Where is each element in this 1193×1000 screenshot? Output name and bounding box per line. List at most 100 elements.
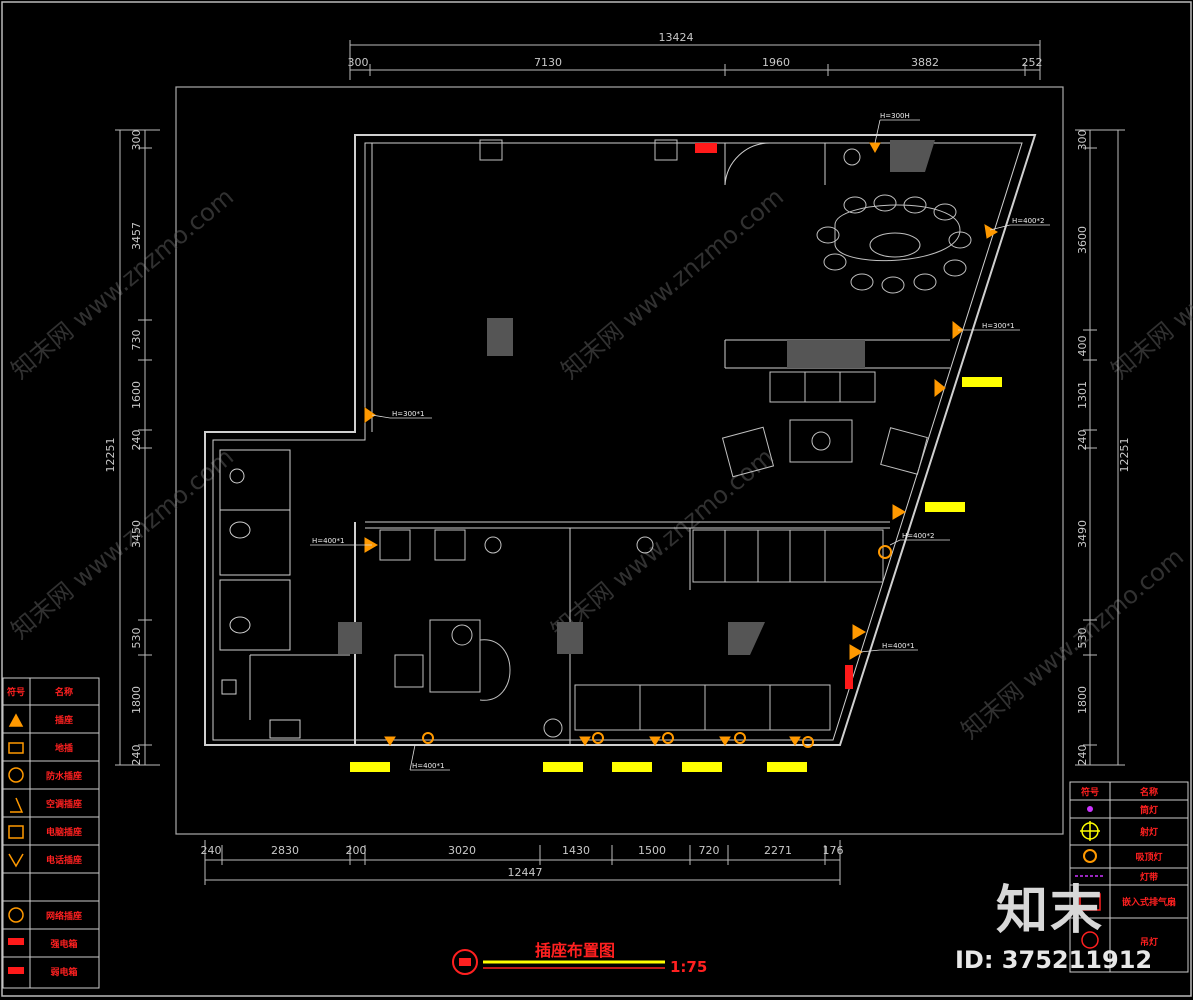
drawing-title-text: 插座布置图 bbox=[535, 941, 615, 960]
building-walls bbox=[204, 134, 1037, 746]
dim-bottom-seg-2: 2830 bbox=[271, 844, 299, 857]
legend-right-item-3: 吸顶灯 bbox=[1135, 851, 1162, 863]
annotation-7: H=400*1 bbox=[882, 642, 914, 650]
dim-left-seg-1: 300 bbox=[130, 130, 143, 151]
socket-icon bbox=[984, 224, 998, 239]
legend-right-item-2: 射灯 bbox=[1139, 826, 1158, 838]
dim-right-total: 12251 bbox=[1118, 438, 1131, 473]
dim-right-seg-2: 3600 bbox=[1076, 226, 1089, 254]
dim-top-seg-4: 3882 bbox=[911, 56, 939, 69]
socket-icon bbox=[364, 407, 376, 423]
structural-columns bbox=[338, 140, 935, 655]
dim-left-seg-5: 240 bbox=[130, 430, 143, 451]
legend-left-item-3: 防水插座 bbox=[46, 770, 82, 782]
legend-left-item-4: 空调插座 bbox=[46, 798, 82, 810]
watermark-group: 知末网 www.znzmo.com 知末网 www.znzmo.com 知末网 … bbox=[6, 183, 1193, 745]
socket-symbols bbox=[364, 142, 998, 748]
exhaust-fan-icon bbox=[1079, 893, 1101, 911]
dim-bottom-seg-5: 1430 bbox=[562, 844, 590, 857]
annotation-5: H=400*1 bbox=[312, 537, 344, 545]
dim-left-seg-3: 730 bbox=[130, 330, 143, 351]
legend-left-item-6: 电话插座 bbox=[46, 854, 82, 866]
socket-icon bbox=[384, 736, 396, 746]
dim-right-seg-4: 1301 bbox=[1076, 381, 1089, 409]
power-box-2 bbox=[845, 665, 853, 689]
watermark-3: 知末网 www.znzmo.com bbox=[1106, 183, 1193, 385]
dim-left-seg-4: 1600 bbox=[130, 381, 143, 409]
annotation-1: H=300H bbox=[880, 112, 910, 120]
socket-icon bbox=[719, 736, 731, 746]
drawing-scale: 1:75 bbox=[670, 958, 707, 976]
title-marker-fill bbox=[459, 958, 471, 966]
legend-right-head-name: 名称 bbox=[1140, 786, 1158, 798]
floor-socket-5 bbox=[612, 762, 652, 772]
socket-icon bbox=[579, 736, 591, 746]
computer-socket-icon bbox=[8, 825, 24, 839]
annotation-leaders bbox=[310, 119, 1050, 771]
floor-socket-2 bbox=[925, 502, 965, 512]
watermark-1: 知末网 www.znzmo.com bbox=[6, 183, 239, 385]
dim-right-seg-7: 530 bbox=[1076, 628, 1089, 649]
legend-right-head-symbol: 符号 bbox=[1081, 786, 1099, 798]
legend-right-item-5: 嵌入式排气扇 bbox=[1122, 896, 1176, 908]
annotation-4: H=300*1 bbox=[392, 410, 424, 418]
legend-right-item-4: 灯带 bbox=[1140, 871, 1158, 883]
annotation-6: H=400*2 bbox=[902, 532, 934, 540]
dim-right-seg-6: 3490 bbox=[1076, 520, 1089, 548]
floor-socket-legend-icon bbox=[8, 742, 24, 754]
legend-left-item-7: 网络插座 bbox=[46, 910, 82, 922]
dim-right-seg-8: 1800 bbox=[1076, 686, 1089, 714]
watermark-5: 知末网 www.znzmo.com bbox=[546, 443, 779, 645]
watermark-2: 知末网 www.znzmo.com bbox=[556, 183, 789, 385]
floor-socket-3 bbox=[350, 762, 390, 772]
socket-icon bbox=[878, 545, 892, 559]
legend-left-head-symbol: 符号 bbox=[7, 686, 25, 698]
dimension-top bbox=[349, 40, 1041, 80]
watermark-6: 知末网 www.znzmo.com bbox=[956, 543, 1189, 745]
brand-logo: 知末 bbox=[996, 881, 1105, 941]
socket-icon bbox=[869, 142, 881, 154]
floor-socket-1 bbox=[962, 377, 1002, 387]
socket-icon bbox=[789, 736, 801, 746]
ceiling-light-icon bbox=[1083, 849, 1097, 863]
dim-top-total: 13424 bbox=[659, 31, 694, 44]
annotation-3: H=300*1 bbox=[982, 322, 1014, 330]
electrical-boxes bbox=[695, 143, 853, 689]
dim-top-seg-3: 1960 bbox=[762, 56, 790, 69]
dim-right-seg-1: 300 bbox=[1076, 130, 1089, 151]
pendant-light-icon bbox=[1081, 931, 1099, 949]
dim-bottom-seg-8: 2271 bbox=[764, 844, 792, 857]
legend-left-item-1: 插座 bbox=[55, 714, 73, 726]
power-box bbox=[695, 143, 717, 153]
legend-left-head-name: 名称 bbox=[55, 686, 73, 698]
dim-bottom-seg-4: 3020 bbox=[448, 844, 476, 857]
annotation-2: H=400*2 bbox=[1012, 217, 1044, 225]
dim-left-seg-7: 530 bbox=[130, 628, 143, 649]
image-id: ID: 375211912 bbox=[955, 946, 1153, 974]
dim-bottom-seg-3: 200 bbox=[346, 844, 367, 857]
dimension-left bbox=[115, 129, 160, 766]
dim-right-seg-3: 400 bbox=[1076, 336, 1089, 357]
socket-icon bbox=[802, 736, 814, 748]
waterproof-socket-icon bbox=[8, 767, 24, 783]
power-box-legend-icon bbox=[8, 938, 24, 945]
socket-icon bbox=[934, 378, 946, 398]
dim-top-seg-2: 7130 bbox=[534, 56, 562, 69]
floor-socket-4 bbox=[543, 762, 583, 772]
dim-left-seg-9: 240 bbox=[130, 745, 143, 766]
floor-socket-6 bbox=[682, 762, 722, 772]
annotation-8: H=400*1 bbox=[412, 762, 444, 770]
network-socket-icon bbox=[8, 907, 24, 923]
socket-icon bbox=[892, 504, 906, 520]
dim-bottom-seg-7: 720 bbox=[699, 844, 720, 857]
dimension-bottom bbox=[204, 840, 841, 885]
dim-bottom-seg-1: 240 bbox=[201, 844, 222, 857]
dim-bottom-seg-6: 1500 bbox=[638, 844, 666, 857]
dim-bottom-total: 12447 bbox=[508, 866, 543, 879]
legend-left-item-8: 强电箱 bbox=[50, 938, 77, 950]
socket-icon bbox=[592, 732, 604, 744]
legend-right: 符号 名称 筒灯 射灯 吸顶灯 灯带 嵌入式排气扇 吊灯 bbox=[1069, 781, 1189, 973]
floor-socket-7 bbox=[767, 762, 807, 772]
dim-left-total: 12251 bbox=[104, 438, 117, 473]
dim-left-seg-6: 3450 bbox=[130, 520, 143, 548]
